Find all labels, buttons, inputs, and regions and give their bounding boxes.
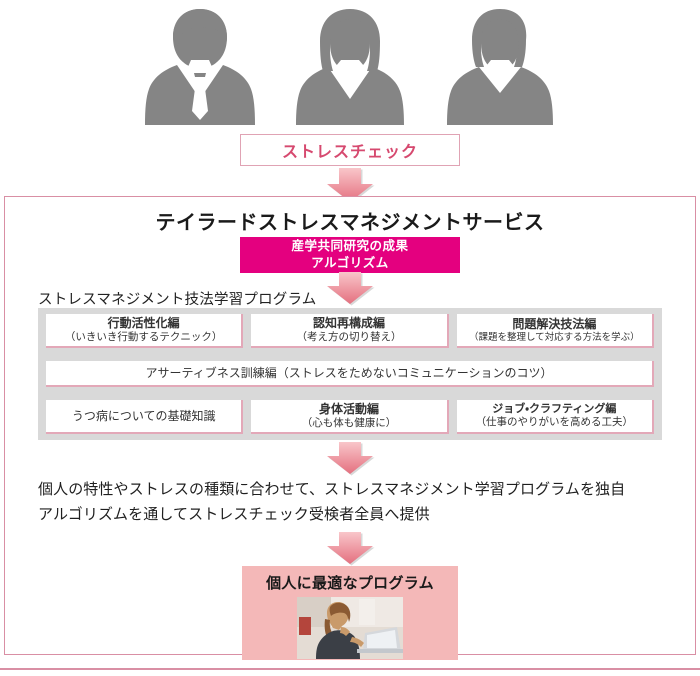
- program-row-1: 行動活性化編 （いきいき行動するテクニック） 認知再構成編 （考え方の切り替え）…: [46, 314, 654, 348]
- program-box-title: 身体活動編: [318, 401, 379, 416]
- program-panel: 行動活性化編 （いきいき行動するテクニック） 認知再構成編 （考え方の切り替え）…: [38, 308, 662, 440]
- program-box-subtitle: （考え方の切り替え）: [296, 330, 402, 343]
- algorithm-line-1: 産学共同研究の成果: [291, 239, 409, 254]
- program-box-physical-activity: 身体活動編 （心も体も健康に）: [251, 400, 449, 434]
- program-row-3: うつ病についての基礎知識 身体活動編 （心も体も健康に） ジョブ・クラフティング…: [46, 400, 654, 434]
- arrow-to-service: [322, 166, 378, 204]
- woman-at-laptop-photo: [297, 597, 403, 659]
- result-panel: 個人に最適なプログラム: [242, 566, 458, 660]
- result-label: 個人に最適なプログラム: [266, 575, 434, 592]
- program-box-subtitle: （心も体も健康に）: [301, 416, 397, 429]
- description-paragraph: 個人の特性やストレスの種類に合わせて、ストレスマネジメント学習プログラムを独自 …: [38, 478, 668, 528]
- arrow-to-result: [322, 532, 378, 566]
- stress-check-label: ストレスチェック: [281, 144, 418, 161]
- program-box-problem-solving: 問題解決技法編 （課題を整理して対応する方法を学ぶ）: [456, 314, 654, 348]
- program-box-subtitle: （仕事のやりがいを高める工夫）: [475, 416, 634, 429]
- program-box-job-crafting: ジョブ・クラフティング編 （仕事のやりがいを高める工夫）: [456, 400, 654, 434]
- people-silhouette-row: [0, 0, 700, 125]
- program-box-title: アサーティブネス訓練編（ストレスをためないコミュニケーションのコツ）: [145, 365, 553, 380]
- algorithm-box: 産学共同研究の成果 アルゴリズム: [240, 237, 460, 273]
- program-box-title: 行動活性化編: [107, 315, 180, 330]
- program-box-subtitle: （いきいき行動するテクニック）: [64, 330, 223, 343]
- algorithm-line-2: アルゴリズム: [311, 256, 389, 270]
- bottom-divider: [0, 668, 700, 670]
- program-row-2: アサーティブネス訓練編（ストレスをためないコミュニケーションのコツ）: [46, 361, 654, 387]
- program-heading: ストレスマネジメント技法学習プログラム: [38, 292, 317, 308]
- program-box-title: 問題解決技法編: [512, 316, 597, 331]
- program-box-title: 認知再構成編: [312, 315, 385, 330]
- description-line-1: 個人の特性やストレスの種類に合わせて、ストレスマネジメント学習プログラムを独自: [38, 481, 626, 498]
- arrow-to-program: [322, 272, 378, 306]
- person-silhouette: [440, 3, 560, 125]
- businessman-silhouette: [140, 3, 260, 125]
- service-title: テイラードストレスマネジメントサービス: [155, 212, 545, 234]
- program-box-subtitle: （課題を整理して対応する方法を学ぶ）: [468, 331, 640, 343]
- program-box-depression-basics: うつ病についての基礎知識: [46, 400, 244, 434]
- program-box-title: ジョブ・クラフティング編: [492, 402, 617, 415]
- program-box-cognitive-restructuring: 認知再構成編 （考え方の切り替え）: [251, 314, 449, 348]
- program-box-behavioral-activation: 行動活性化編 （いきいき行動するテクニック）: [46, 314, 244, 348]
- program-box-assertiveness: アサーティブネス訓練編（ストレスをためないコミュニケーションのコツ）: [46, 361, 654, 387]
- arrow-to-description: [322, 442, 378, 476]
- businesswoman-silhouette: [290, 3, 410, 125]
- stress-check-box: ストレスチェック: [240, 134, 460, 166]
- program-box-title: うつ病についての基礎知識: [71, 408, 216, 423]
- description-line-2: アルゴリズムを通してストレスチェック受検者全員へ提供: [38, 505, 430, 523]
